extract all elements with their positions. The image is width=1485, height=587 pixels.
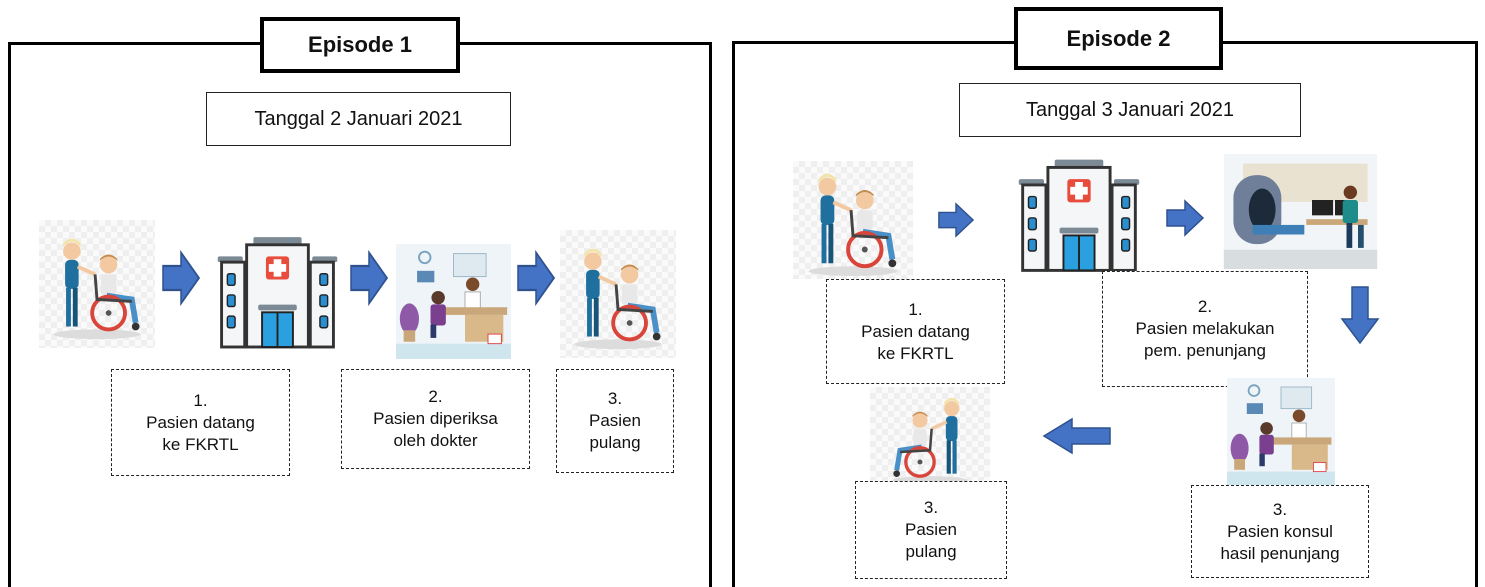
episode-1-step-1: 1. Pasien datang ke FKRTL <box>111 369 290 476</box>
step-label-line: pulang <box>589 433 641 452</box>
episode-1-step-3: 3. Pasien pulang <box>556 369 674 473</box>
episode-2-step-3: 3. Pasien konsul hasil penunjang <box>1191 485 1369 578</box>
step-label-line: hasil penunjang <box>1220 543 1340 563</box>
step-label-line: Pasien melakukan <box>1135 319 1275 338</box>
step-label-line: oleh dokter <box>393 431 478 450</box>
step-number: 1. <box>908 299 923 319</box>
doctor-desk-icon <box>1217 378 1345 486</box>
episode-2-step-2: 2. Pasien melakukan pem. penunjang <box>1102 271 1308 387</box>
step-number: 1. <box>193 390 208 410</box>
step-number: 3. <box>923 498 939 517</box>
arrow-right-icon <box>349 248 389 308</box>
hospital-icon <box>1011 157 1147 275</box>
arrow-right-icon <box>516 248 556 308</box>
episode-2-date: Tanggal 3 Januari 2021 <box>959 83 1301 137</box>
hospital-icon <box>210 234 345 352</box>
step-number: 3. <box>607 389 623 408</box>
episode-2-step-4: 3. Pasien pulang <box>855 481 1007 579</box>
step-label-line: Pasien datang <box>861 321 970 341</box>
step-number: 2. <box>1197 297 1213 316</box>
wheelchair-patient-icon <box>793 161 913 279</box>
episode-2-title: Episode 2 <box>1014 7 1223 70</box>
episode-1-step-2: 2. Pasien diperiksa oleh dokter <box>341 369 530 469</box>
episode-1-title: Episode 1 <box>260 17 460 73</box>
step-label-line: Pasien datang <box>146 412 255 432</box>
doctor-desk-icon <box>396 243 511 360</box>
wheelchair-patient-icon <box>560 230 676 358</box>
step-label-line: ke FKRTL <box>877 343 954 363</box>
step-label-line: ke FKRTL <box>162 434 239 454</box>
wheelchair-patient-icon <box>39 220 155 348</box>
episode-1-date: Tanggal 2 Januari 2021 <box>206 92 511 146</box>
wheelchair-patient-icon <box>870 387 990 487</box>
arrow-right-icon <box>161 248 201 308</box>
episode-2-step-1: 1. Pasien datang ke FKRTL <box>826 279 1005 384</box>
step-label-line: Pasien diperiksa <box>373 409 498 428</box>
step-label-line: Pasien <box>905 520 957 539</box>
step-number: 3. <box>1272 499 1288 519</box>
step-number: 2. <box>428 387 443 406</box>
arrow-down-icon <box>1340 285 1380 345</box>
step-label-line: pem. penunjang <box>1144 341 1266 360</box>
arrow-right-icon <box>1165 198 1205 238</box>
arrow-right-icon <box>937 200 975 240</box>
step-label-line: Pasien <box>589 411 641 430</box>
arrow-left-icon <box>1042 416 1112 456</box>
step-label-line: Pasien konsul <box>1227 521 1333 541</box>
mri-scanner-icon <box>1218 154 1383 269</box>
step-label-line: pulang <box>905 542 957 561</box>
